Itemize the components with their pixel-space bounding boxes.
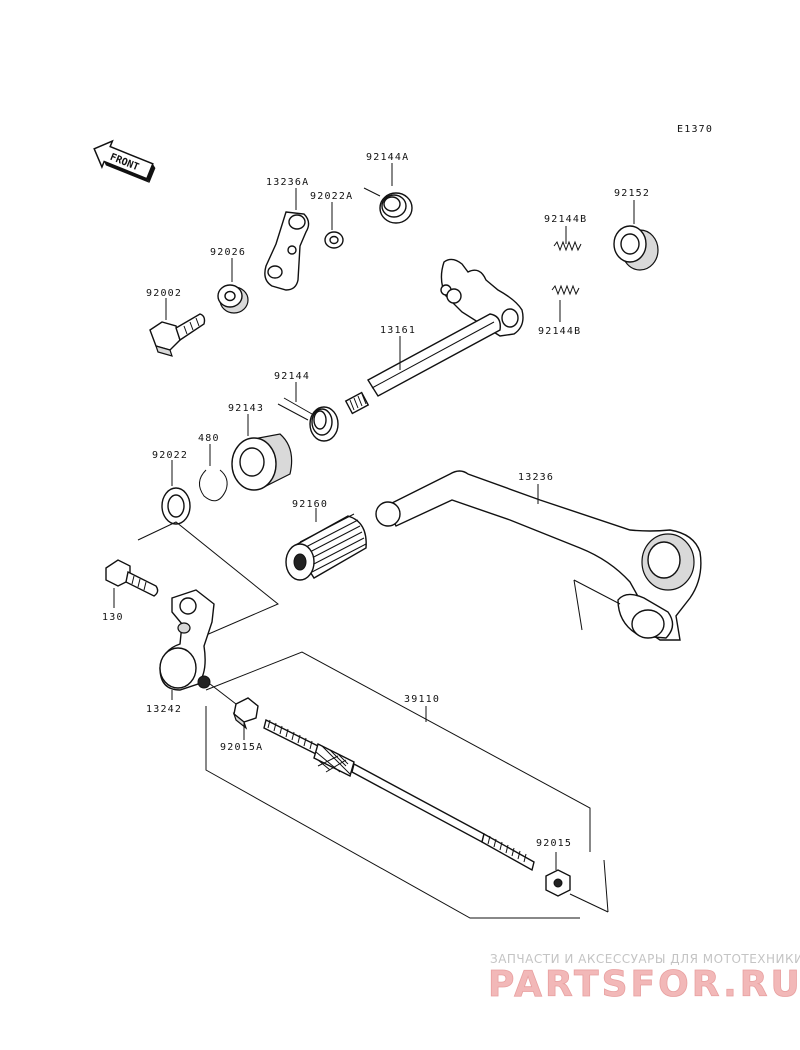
part-13236A-lever [264, 188, 310, 291]
watermark: ЗАПЧАСТИ И АКСЕССУАРЫ ДЛЯ МОТОТЕХНИКИ PA… [488, 952, 800, 1005]
watermark-logo: PARTSFOR.RU [488, 964, 800, 1005]
part-92143-collar [231, 414, 293, 491]
part-92015A-nut [209, 683, 259, 740]
label-92002: 92002 [146, 288, 182, 299]
part-92022-washer [161, 460, 191, 525]
assembly-line-upper [137, 521, 279, 637]
part-92002-bolt [149, 298, 206, 357]
part-92144A-spring [363, 163, 413, 224]
label-39110: 39110 [404, 694, 440, 705]
part-92026-collar [217, 258, 249, 314]
diagram-code: E1370 [677, 124, 713, 135]
label-92022A: 92022A [310, 191, 353, 202]
label-92152: 92152 [614, 188, 650, 199]
part-92022A-washer [324, 202, 344, 249]
label-92160: 92160 [292, 499, 328, 510]
label-92144A: 92144A [366, 152, 409, 163]
label-92144B-top: 92144B [544, 214, 587, 225]
part-13242-shift-lever [159, 589, 215, 700]
front-arrow-icon: FRONT [93, 139, 156, 183]
watermark-tagline: ЗАПЧАСТИ И АКСЕССУАРЫ ДЛЯ МОТОТЕХНИКИ [490, 952, 800, 966]
label-92015A: 92015A [220, 742, 263, 753]
label-92143: 92143 [228, 403, 264, 414]
part-92160-pedal-rubber [285, 508, 367, 581]
label-92144B-bottom: 92144B [538, 326, 581, 337]
part-92015-nut [545, 852, 609, 913]
part-130-bolt [105, 559, 159, 608]
part-92152-seal [613, 200, 659, 271]
part-13161-shift-shaft [344, 258, 524, 415]
label-13236: 13236 [518, 472, 554, 483]
label-92144: 92144 [274, 371, 310, 382]
assembly-line-rod-upper [205, 651, 591, 852]
label-13161: 13161 [380, 325, 416, 336]
label-92015: 92015 [536, 838, 572, 849]
part-480-circlip [199, 444, 228, 502]
label-92026: 92026 [210, 247, 246, 258]
label-13242: 13242 [146, 704, 182, 715]
label-130: 130 [102, 612, 124, 623]
label-92022: 92022 [152, 450, 188, 461]
label-480: 480 [198, 433, 220, 444]
part-92144B-spring-top [553, 226, 582, 252]
part-92144-spring [277, 382, 339, 442]
part-13236-shift-pedal [375, 470, 702, 641]
part-39110-tie-rod [263, 718, 535, 872]
assembly-line-rod-lower [205, 706, 580, 919]
label-13236A: 13236A [266, 177, 309, 188]
part-92144B-spring-bottom [551, 284, 580, 322]
